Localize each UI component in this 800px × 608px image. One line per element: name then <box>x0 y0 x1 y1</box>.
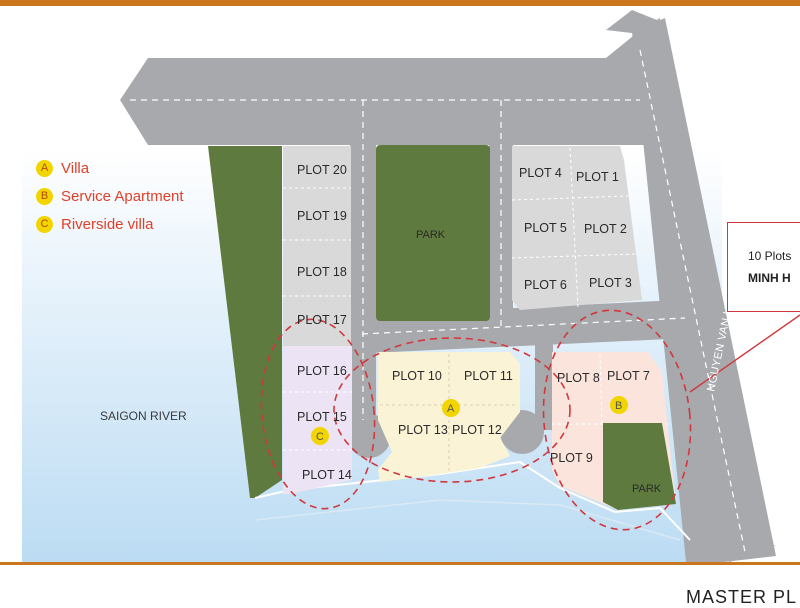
riverside-green-strip <box>208 146 282 498</box>
plot-20-label: PLOT 20 <box>297 163 347 177</box>
top-road <box>148 18 662 145</box>
footer-bar: MASTER PL <box>0 562 800 607</box>
legend-item-service-apartment: B Service Apartment <box>36 182 184 210</box>
plot-3-label: PLOT 3 <box>589 276 632 290</box>
svg-text:C: C <box>316 431 324 443</box>
top-frame-bar <box>0 0 800 6</box>
plot-13-label: PLOT 13 <box>398 423 448 437</box>
plot-14-label: PLOT 14 <box>302 468 352 482</box>
legend-label-riverside-villa: Riverside villa <box>61 215 154 233</box>
zone-a-outline <box>333 337 571 483</box>
plot-2-label: PLOT 2 <box>584 222 627 236</box>
zone-c-outline <box>260 318 376 510</box>
east-park <box>603 423 676 510</box>
footer-title: MASTER PL <box>686 587 798 607</box>
central-park <box>376 145 490 321</box>
plot-9-label: PLOT 9 <box>550 451 593 465</box>
legend-badge-b: B <box>36 187 53 205</box>
callout-leader-line <box>689 314 800 393</box>
plot-7-label: PLOT 7 <box>607 369 650 383</box>
zone-a-badge: A <box>442 399 460 417</box>
legend-label-service-apartment: Service Apartment <box>61 187 184 205</box>
zone-c-badge: C <box>311 427 329 445</box>
road-arrow-left <box>120 58 148 145</box>
riverside-villa-zone <box>283 346 352 494</box>
road-arrow-bottom <box>686 545 776 562</box>
callout-box: 10 Plots MINH H <box>727 222 800 312</box>
plot-18-label: PLOT 18 <box>297 265 347 279</box>
plot-4-label: PLOT 4 <box>519 166 562 180</box>
legend: A Villa B Service Apartment C Riverside … <box>36 154 184 238</box>
plot-16-label: PLOT 16 <box>297 364 347 378</box>
central-park-label: PARK <box>416 229 446 241</box>
legend-item-villa: A Villa <box>36 154 184 182</box>
legend-badge-c: C <box>36 215 53 233</box>
callout-line-2: MINH H <box>748 271 791 285</box>
svg-text:A: A <box>447 403 455 415</box>
plot-11-label: PLOT 11 <box>464 369 513 383</box>
legend-label-villa: Villa <box>61 159 90 177</box>
east-park-label: PARK <box>632 483 662 495</box>
legend-item-riverside-villa: C Riverside villa <box>36 210 184 238</box>
river-label: SAIGON RIVER <box>100 409 187 423</box>
plot-10-label: PLOT 10 <box>392 369 442 383</box>
internal-road-3 <box>535 330 553 430</box>
road-network <box>120 10 776 562</box>
callout-line-1: 10 Plots <box>748 249 792 263</box>
plot-6-label: PLOT 6 <box>524 278 567 292</box>
plot-1-label: PLOT 1 <box>576 170 619 184</box>
zone-b-badge: B <box>610 396 628 414</box>
roundabout-west <box>347 414 391 458</box>
legend-badge-a: A <box>36 159 53 177</box>
east-plot-block <box>512 146 642 310</box>
plot-12-label: PLOT 12 <box>452 423 502 437</box>
svg-text:B: B <box>615 400 622 412</box>
plot-17-label: PLOT 17 <box>297 313 347 327</box>
plot-19-label: PLOT 19 <box>297 209 347 223</box>
internal-road-2 <box>489 140 513 340</box>
riverbank-line-2 <box>254 499 681 541</box>
zone-b-outline <box>542 309 692 531</box>
plot-15-label: PLOT 15 <box>297 410 347 424</box>
plot-5-label: PLOT 5 <box>524 221 567 235</box>
plot-8-label: PLOT 8 <box>557 371 600 385</box>
plot-column-west <box>283 146 351 346</box>
main-street <box>632 18 776 562</box>
